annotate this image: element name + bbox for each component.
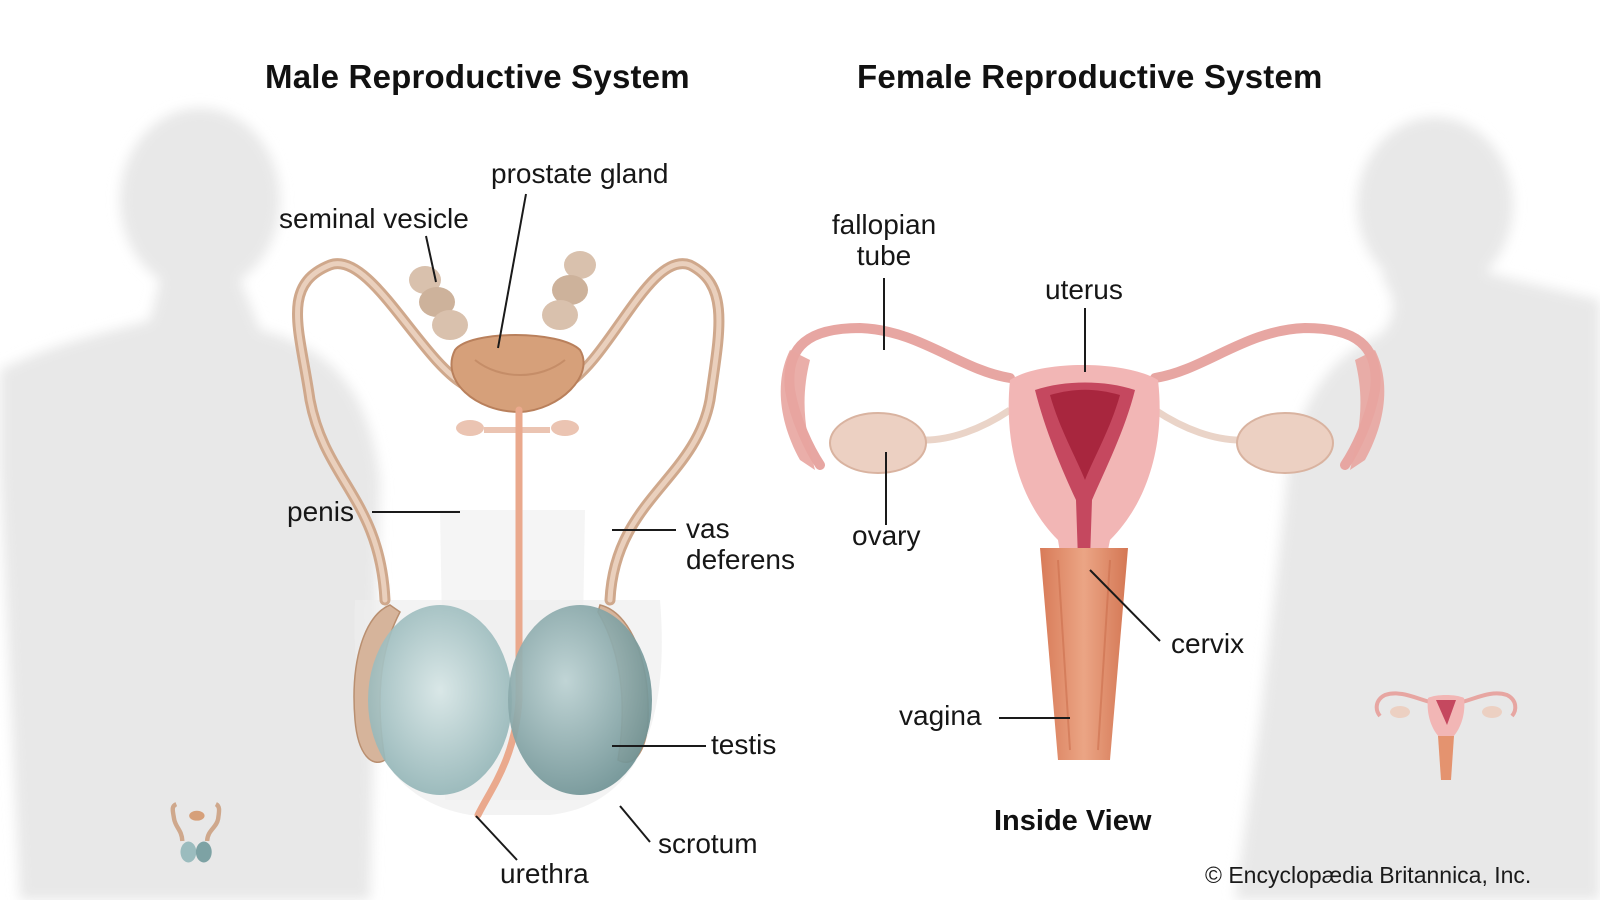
label-vas-deferens-line1: vas xyxy=(686,513,730,544)
cervix-leader xyxy=(1089,569,1161,642)
inside-view-caption: Inside View xyxy=(994,805,1152,837)
seminal-vesicle-leader xyxy=(425,235,437,283)
female-silhouette xyxy=(1235,117,1600,900)
ovary-right xyxy=(1236,412,1334,474)
label-fallopian-tube-line2: tube xyxy=(856,240,912,271)
label-testis: testis xyxy=(711,729,777,760)
label-cervix: cervix xyxy=(1171,628,1245,659)
label-uterus: uterus xyxy=(1045,274,1123,305)
testis-right xyxy=(508,605,652,795)
label-urethra: urethra xyxy=(500,858,589,889)
seminal-vesicle-left xyxy=(409,266,468,340)
label-vagina: vagina xyxy=(899,700,982,731)
female-thumbnail xyxy=(1374,691,1518,780)
male-organs xyxy=(292,251,725,819)
label-ovary: ovary xyxy=(852,520,921,551)
male-title: Male Reproductive System xyxy=(265,58,690,95)
female-organs xyxy=(780,322,1385,760)
label-penis: penis xyxy=(287,496,354,527)
fimbriae-left xyxy=(780,350,815,470)
label-prostate-gland: prostate gland xyxy=(491,158,669,189)
female-title: Female Reproductive System xyxy=(857,58,1323,95)
testis-left xyxy=(368,605,512,795)
scrotum-leader xyxy=(619,805,651,843)
label-scrotum: scrotum xyxy=(658,828,758,859)
fimbriae-right xyxy=(1350,350,1385,470)
ovary-left xyxy=(829,412,927,474)
label-fallopian-tube-line1: fallopian xyxy=(831,209,937,240)
urethra-leader xyxy=(475,815,518,861)
seminal-vesicle-right xyxy=(542,251,596,330)
male-thumbnail xyxy=(170,802,222,863)
prostate-leader xyxy=(497,193,527,349)
prostate-shape xyxy=(450,334,585,414)
label-vas-deferens-line2: deferens xyxy=(686,544,795,575)
label-seminal-vesicle: seminal vesicle xyxy=(279,203,469,234)
copyright-credit: © Encyclopædia Britannica, Inc. xyxy=(1205,862,1532,888)
leader-lines xyxy=(372,193,1161,861)
vagina-shape xyxy=(1040,548,1128,760)
male-silhouette xyxy=(0,108,380,900)
